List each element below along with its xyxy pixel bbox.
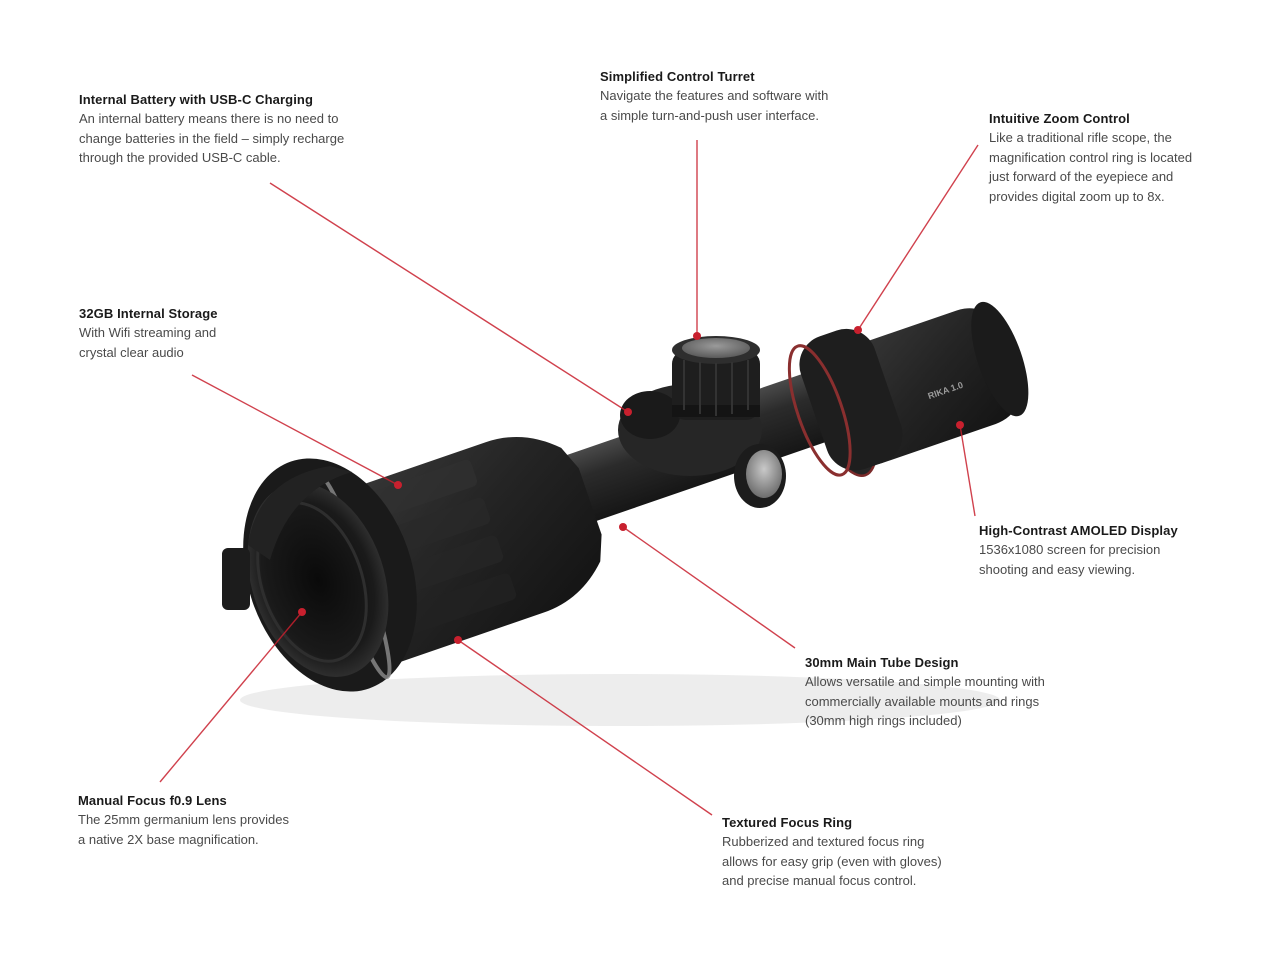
callout-description: 1536x1080 screen for precision shooting … (979, 542, 1161, 577)
callout-description: With Wifi streaming and crystal clear au… (79, 325, 217, 360)
dot-storage (394, 481, 402, 489)
control-turret (672, 336, 760, 420)
callout-title: Textured Focus Ring (722, 815, 853, 830)
callout-lens: Manual Focus f0.9 Lens The 25mm germaniu… (78, 792, 378, 849)
dot-battery (624, 408, 632, 416)
callout-title: 32GB Internal Storage (79, 306, 218, 321)
callout-title: Internal Battery with USB-C Charging (79, 92, 314, 107)
leader-storage (191, 374, 399, 486)
leader-battery (269, 182, 629, 413)
dot-lens (298, 608, 306, 616)
callout-description: Rubberized and textured focus ring allow… (722, 834, 942, 888)
callout-title: Simplified Control Turret (600, 69, 755, 84)
callout-title: High-Contrast AMOLED Display (979, 523, 1178, 538)
callout-battery: Internal Battery with USB-C Charging An … (79, 91, 439, 168)
callout-title: Manual Focus f0.9 Lens (78, 793, 227, 808)
callout-tube: 30mm Main Tube Design Allows versatile a… (805, 654, 1145, 731)
callout-description: Allows versatile and simple mounting wit… (805, 674, 1045, 728)
leader-zoom (857, 144, 979, 331)
callout-description: Like a traditional rifle scope, the magn… (989, 130, 1193, 204)
dot-turret (693, 332, 701, 340)
leader-display (959, 424, 976, 517)
leader-tube (622, 526, 796, 649)
zoom-ring (787, 328, 903, 477)
callout-display: High-Contrast AMOLED Display 1536x1080 s… (979, 522, 1259, 579)
lens-cap (222, 466, 352, 610)
callout-focus: Textured Focus Ring Rubberized and textu… (722, 814, 1032, 891)
side-knob (734, 444, 786, 508)
dot-focus (454, 636, 462, 644)
callout-turret: Simplified Control Turret Navigate the f… (600, 68, 920, 125)
ground-shadow (240, 674, 1000, 726)
callout-description: Navigate the features and software with … (600, 88, 829, 123)
leader-lines (159, 140, 979, 816)
callout-description: An internal battery means there is no ne… (79, 111, 345, 165)
callout-storage: 32GB Internal Storage With Wifi streamin… (79, 305, 299, 362)
leader-lens (159, 611, 303, 783)
callout-title: 30mm Main Tube Design (805, 655, 959, 670)
dot-zoom (854, 326, 862, 334)
callout-title: Intuitive Zoom Control (989, 111, 1130, 126)
leader-focus (457, 639, 713, 816)
dot-tube (619, 523, 627, 531)
dot-display (956, 421, 964, 429)
leader-dots (298, 326, 964, 644)
callout-zoom: Intuitive Zoom Control Like a traditiona… (989, 110, 1269, 206)
callout-description: The 25mm germanium lens provides a nativ… (78, 812, 289, 847)
